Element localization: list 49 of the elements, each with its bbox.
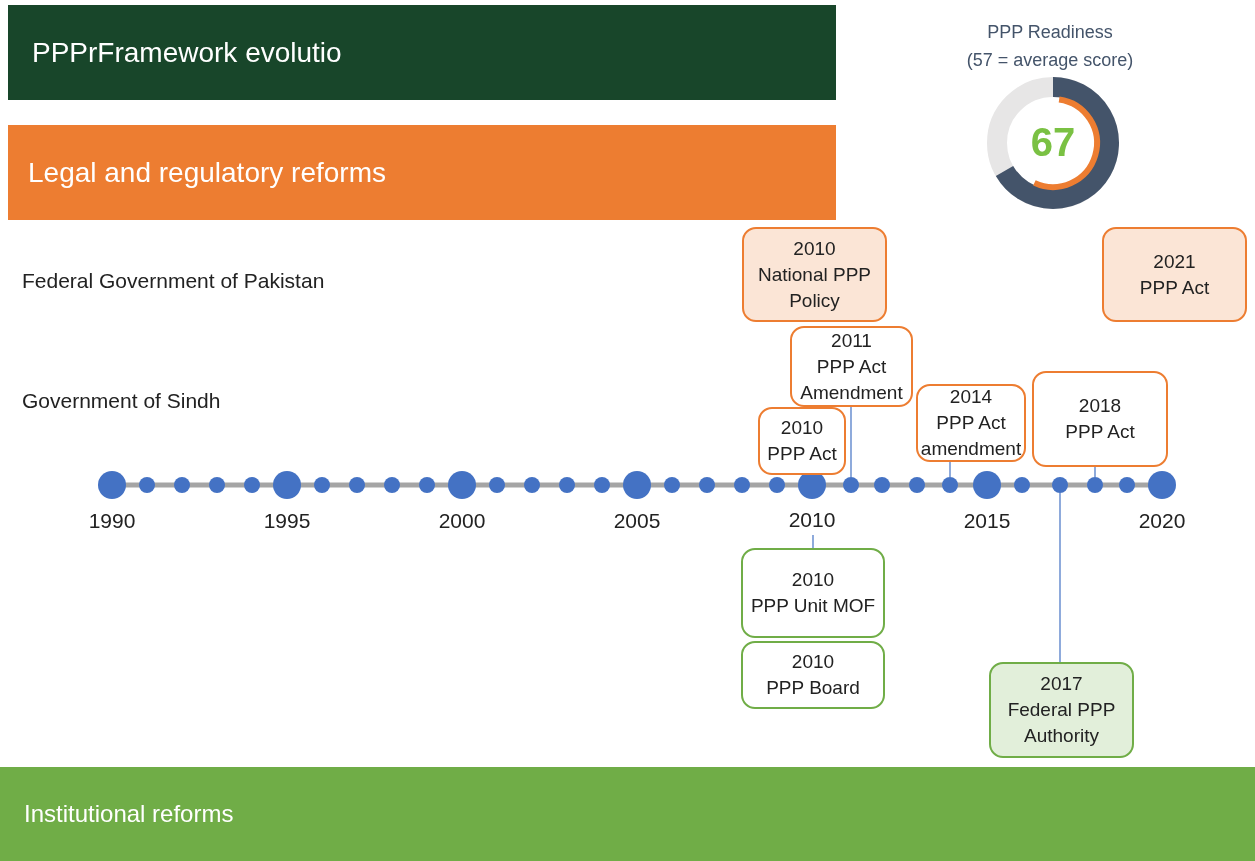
leader-line — [1059, 492, 1061, 663]
milestone-box — [1102, 227, 1247, 322]
year-label: 1995 — [262, 508, 312, 534]
gauge-title: PPP Readiness — [987, 21, 1113, 44]
milestone-text: Federal PPP Authority — [1006, 698, 1117, 748]
section-band — [0, 767, 1255, 861]
year-label: 2020 — [1137, 508, 1187, 534]
year-label: 2000 — [437, 508, 487, 534]
milestone-box — [989, 662, 1134, 758]
milestone-text: PPP Act — [1139, 275, 1210, 300]
milestone-year: 2018 — [1078, 394, 1122, 418]
year-text: 2010 — [788, 507, 836, 533]
milestone-text: PPP Act Amendment — [799, 354, 904, 405]
milestone-year: 2014 — [949, 385, 993, 409]
milestone-box — [758, 407, 846, 475]
milestone-box — [1032, 371, 1168, 467]
score-value: 67 — [1029, 119, 1077, 166]
milestone-year: 2010 — [780, 416, 824, 440]
milestone-year: 2010 — [793, 236, 836, 261]
milestone-year: 2011 — [831, 328, 872, 353]
milestone-box — [742, 227, 887, 322]
year-label: 2015 — [962, 508, 1012, 534]
milestone-year: 2017 — [1040, 672, 1083, 696]
milestone-text: PPP Act — [767, 442, 837, 466]
section-band — [8, 125, 836, 220]
leader-line — [1094, 466, 1096, 478]
gauge-subtitle: (57 = average score) — [966, 49, 1134, 72]
leader-line — [850, 406, 852, 478]
row-label: Government of Sindh — [22, 388, 221, 414]
band-heading: Legal and regulatory reforms — [28, 159, 386, 186]
milestone-text: PPP Board — [766, 676, 860, 700]
row-label: Federal Government of Pakistan — [22, 268, 325, 294]
milestone-box — [790, 326, 913, 407]
milestone-year: 2010 — [791, 568, 835, 592]
milestone-year: 2021 — [1153, 249, 1196, 274]
band-heading: Institutional reforms — [24, 801, 234, 827]
milestone-box — [741, 548, 885, 638]
milestone-year: 2010 — [791, 650, 835, 674]
milestone-text: National PPP Policy — [757, 262, 872, 313]
leader-line — [812, 534, 814, 549]
milestone-text: PPP Unit MOF — [750, 594, 876, 618]
title: PPPrFramework evolutio — [32, 35, 342, 70]
milestone-box — [741, 641, 885, 709]
year-label: 2005 — [612, 508, 662, 534]
leader-line — [949, 461, 951, 478]
milestone-text: PPP Act — [1065, 420, 1135, 444]
year-label: 1990 — [87, 508, 137, 534]
milestone-box — [916, 384, 1026, 462]
milestone-text: PPP Act amendment — [919, 411, 1023, 461]
